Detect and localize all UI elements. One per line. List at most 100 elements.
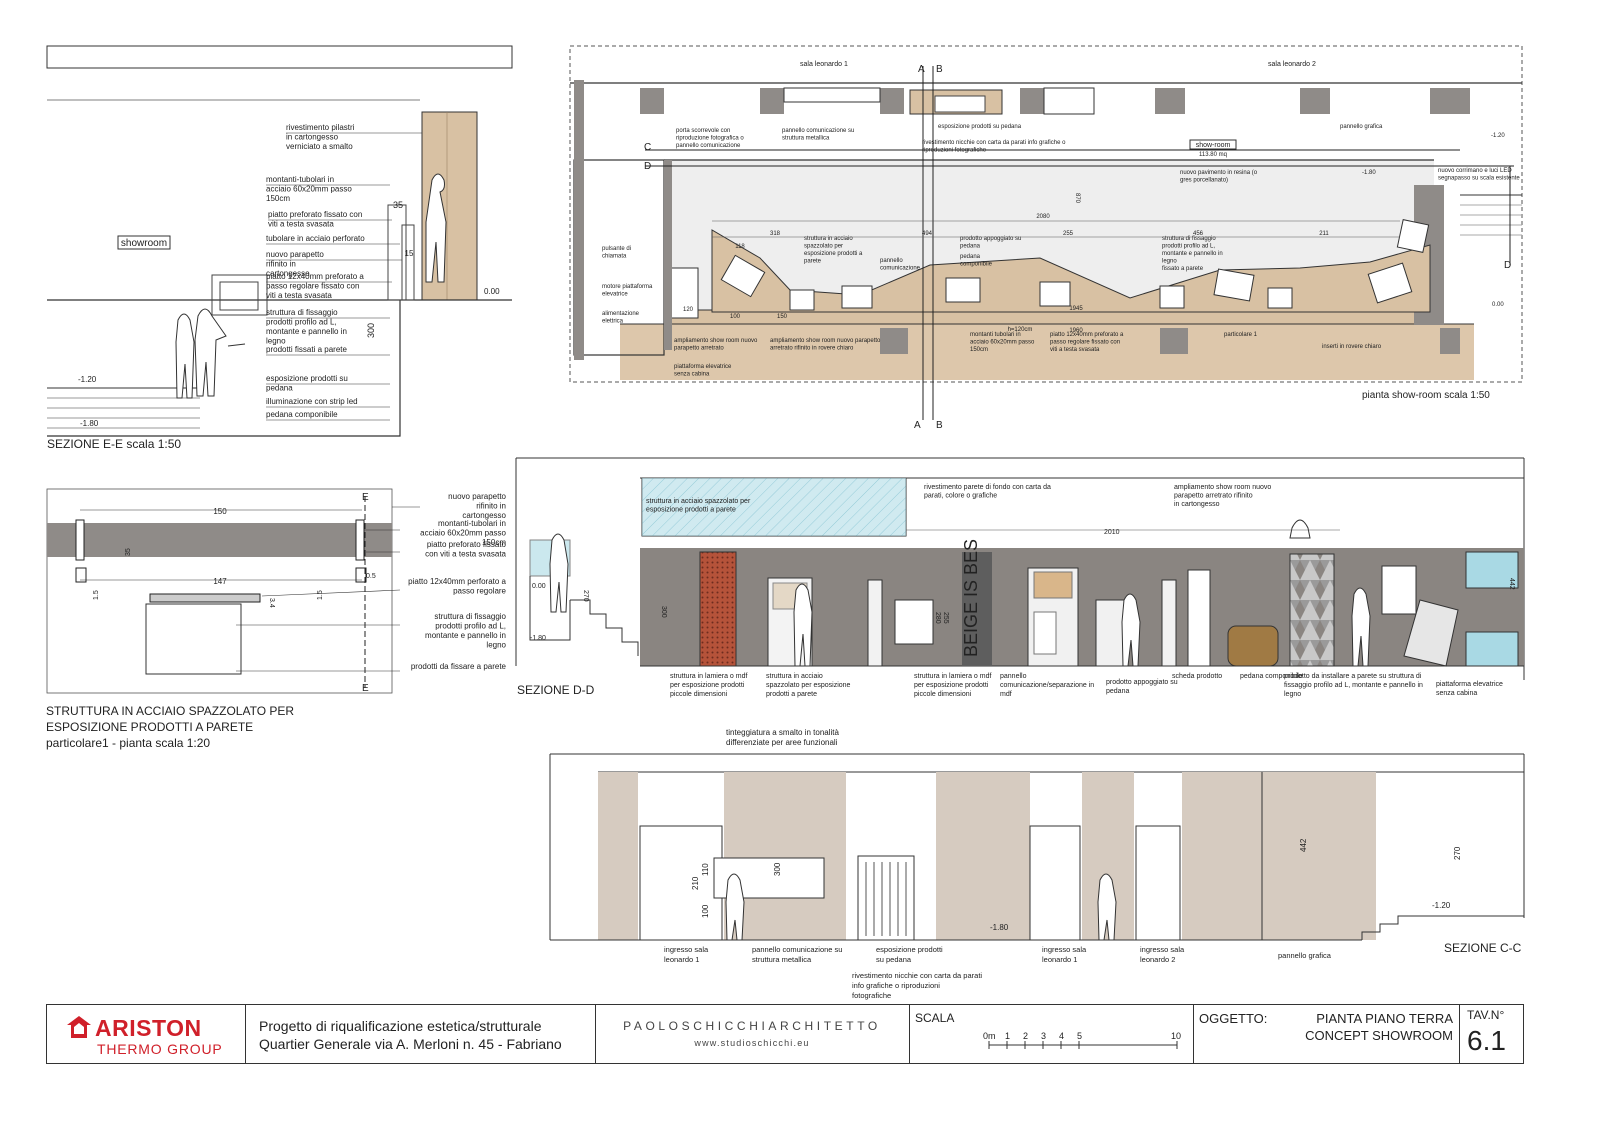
cc-title: SEZIONE C-C bbox=[1444, 941, 1522, 955]
scale-tick-2: 2 bbox=[1023, 1031, 1028, 1041]
section-dd: BEIGE IS BES SEZIONE D-D struttura in ac… bbox=[515, 457, 1525, 698]
plan-notes-item: particolare 1 bbox=[1224, 332, 1258, 338]
cc-dim: 442 bbox=[1299, 838, 1308, 852]
dd-note-bottom: pedana componibile bbox=[1240, 673, 1303, 680]
dd-dim: 280 bbox=[934, 612, 941, 624]
plan-notes-item: pannello grafica bbox=[1340, 124, 1383, 130]
ee-level-m120: -1.20 bbox=[78, 375, 97, 384]
scala-label: SCALA bbox=[915, 1011, 955, 1025]
dd-panel-text: BEIGE IS BES bbox=[961, 539, 981, 657]
detail-dim-15-right: 1.5 bbox=[317, 590, 324, 600]
ee-room-label: showroom bbox=[121, 238, 167, 249]
scale-tick-10: 10 bbox=[1171, 1031, 1181, 1041]
dd-dim: 255 bbox=[942, 612, 949, 624]
tav-number: 6.1 bbox=[1467, 1025, 1506, 1056]
detail-dim-34: 3.4 bbox=[268, 598, 275, 608]
dd-title: SEZIONE D-D bbox=[517, 683, 595, 697]
detail-notes-leader bbox=[261, 589, 401, 597]
plan-notes-item: inserti in rovere chiaro bbox=[1322, 344, 1382, 350]
tav-label: TAV.N° bbox=[1467, 1008, 1505, 1022]
plan-mark-a-top: A bbox=[918, 64, 925, 75]
plan-dim: 456 bbox=[1193, 231, 1204, 237]
plan-dim: 318 bbox=[770, 231, 781, 237]
cc-dim: -1.20 bbox=[1432, 901, 1451, 910]
plan-showroom: A B A B C D D sala leonardo 1 sala leona… bbox=[569, 45, 1523, 431]
plan-mark-b-bottom: B bbox=[936, 420, 943, 431]
ee-dim-15: 15 bbox=[405, 249, 414, 258]
ee-level-0: 0.00 bbox=[484, 287, 500, 296]
plan-dim: 870 bbox=[1074, 193, 1080, 204]
plan-mark-c: C bbox=[644, 142, 651, 153]
title-block: ARISTON THERMO GROUP Progetto di riquali… bbox=[46, 1004, 1524, 1064]
dd-dim: 442 bbox=[1508, 578, 1515, 590]
section-cc: SEZIONE C-C tinteggiatura a smalto in to… bbox=[549, 728, 1525, 1000]
ee-dim-300: 300 bbox=[366, 323, 376, 338]
detail-notes-item: prodotti da fissare a parete bbox=[411, 662, 507, 671]
tb-oggetto-cell: OGGETTO: PIANTA PIANO TERRA CONCEPT SHOW… bbox=[1193, 1005, 1460, 1063]
cc-dim: 110 bbox=[701, 863, 710, 876]
detail-dim-150: 150 bbox=[213, 507, 227, 516]
cc-note-bottom: pannello grafica bbox=[1278, 951, 1332, 960]
section-ee: showroom 35 15 300 0.00 -1.20 -1.80 SEZI… bbox=[46, 45, 513, 451]
plan-room-area: 113.80 mq bbox=[1199, 152, 1227, 158]
plan-dim: 120 bbox=[683, 307, 694, 313]
plan-dim: 255 bbox=[1063, 231, 1074, 237]
plan-room-showroom: show-room bbox=[1196, 142, 1231, 149]
dd-note-bottom: prodotto da installare a parete su strut… bbox=[1284, 673, 1423, 698]
oggetto-line-1: PIANTA PIANO TERRA bbox=[1316, 1011, 1453, 1026]
dd-dim: 300 bbox=[660, 606, 667, 618]
cc-dim: 210 bbox=[691, 876, 700, 890]
plan-mark-d-right: D bbox=[1504, 260, 1511, 271]
plan-room-leonardo2: sala leonardo 2 bbox=[1268, 61, 1316, 68]
brand-name: ARISTON bbox=[95, 1015, 202, 1041]
plan-mark-d: D bbox=[644, 161, 651, 172]
plan-title: pianta show-room scala 1:50 bbox=[1362, 390, 1490, 401]
plan-dim: 100 bbox=[730, 314, 741, 320]
plan-notes-item: esposizione prodotti su pedana bbox=[938, 124, 1022, 130]
ee-level-m180: -1.80 bbox=[80, 419, 99, 428]
detail-mark-bottom: E bbox=[362, 683, 369, 694]
plan-room-leonardo1: sala leonardo 1 bbox=[800, 61, 848, 68]
ee-notes-item: illuminazione con strip led bbox=[266, 397, 358, 406]
dd-dim: 270 bbox=[582, 590, 589, 602]
tb-brand-cell: ARISTON THERMO GROUP bbox=[47, 1005, 246, 1063]
project-line-1: Progetto di riqualificazione estetica/st… bbox=[259, 1018, 542, 1034]
ee-notes-item: pedana componibile bbox=[266, 410, 338, 419]
plan-level: -1.20 bbox=[1491, 133, 1505, 139]
oggetto-label: OGGETTO: bbox=[1199, 1011, 1268, 1026]
plan-level: 0.00 bbox=[1492, 302, 1504, 308]
plan-level: -1.80 bbox=[1362, 170, 1376, 176]
cc-dim: 300 bbox=[773, 862, 782, 876]
plan-dim: 1960 bbox=[1069, 328, 1083, 334]
ee-dim-35: 35 bbox=[393, 200, 403, 210]
tb-architect-cell: PAOLOSCHICCHIARCHITETTO www.studioschicc… bbox=[595, 1005, 910, 1063]
